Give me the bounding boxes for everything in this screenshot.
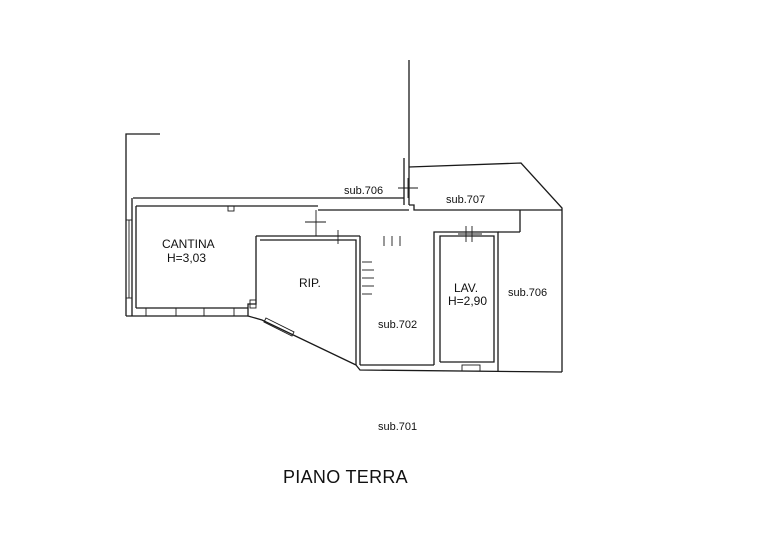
sub-label-right-lower: sub.706 bbox=[508, 287, 547, 299]
walls bbox=[125, 60, 563, 373]
lavanderia-height: H=2,90 bbox=[448, 294, 487, 308]
sub-label-top-corridor: sub.706 bbox=[344, 185, 383, 197]
sub-label-middle: sub.702 bbox=[378, 319, 417, 331]
sub-label-outside: sub.701 bbox=[378, 421, 417, 433]
cantina-name: CANTINA bbox=[162, 237, 215, 251]
room-labels: CANTINA H=3,03 RIP. LAV. H=2,90 bbox=[162, 237, 487, 308]
lavanderia-name: LAV. bbox=[454, 281, 478, 295]
sub-label-right-upper: sub.707 bbox=[446, 194, 485, 206]
plan-title: PIANO TERRA bbox=[283, 467, 408, 487]
sub-labels: sub.706 sub.707 sub.702 sub.706 sub.701 bbox=[344, 185, 547, 433]
ripostiglio-name: RIP. bbox=[299, 276, 321, 290]
cantina-height: H=3,03 bbox=[167, 251, 206, 265]
